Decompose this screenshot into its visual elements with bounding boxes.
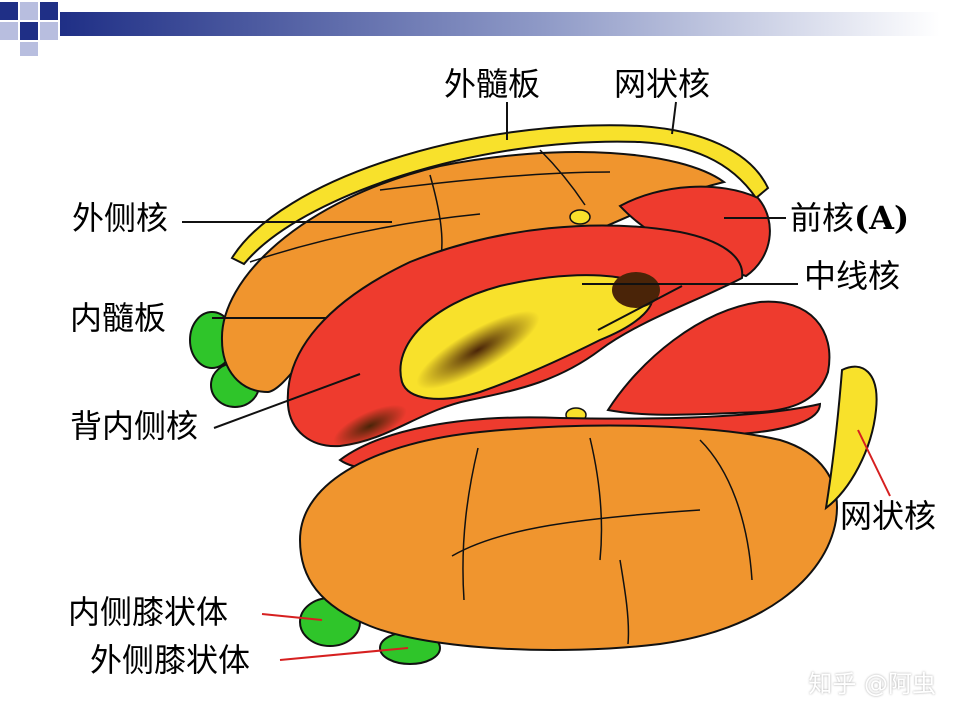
mediodorsal-dark-streak [333, 404, 407, 448]
label-external-medullary-lamina: 外髓板 [444, 65, 541, 103]
right-red-lobe [606, 300, 831, 416]
intralaminar-dark-streak [416, 310, 540, 390]
label-reticular-nucleus-right: 网状核 [840, 497, 937, 535]
label-medial-geniculate-body: 内侧膝状体 [68, 593, 229, 631]
external-medullary-lamina-arc [230, 124, 770, 266]
watermark: 知乎 @阿虫 [808, 670, 936, 698]
lower-mass-divider-4 [699, 439, 753, 581]
label-lateral-geniculate-body: 外侧膝状体 [90, 641, 251, 679]
label-mediodorsal-nucleus: 背内侧核 [70, 407, 199, 445]
lateral-nucleus-divider-4 [539, 149, 586, 206]
lower-orange-mass [298, 424, 838, 651]
label-anterior-nucleus: 前核(A) [790, 198, 909, 238]
slide-header-decoration [0, 2, 940, 56]
leader-lines [182, 101, 891, 661]
label-internal-medullary-lamina: 内髓板 [70, 299, 167, 337]
lower-mass-divider-1 [451, 509, 701, 557]
reticular-nucleus-crescent [824, 365, 878, 511]
label-anterior-nucleus-letter: (A) [854, 199, 910, 237]
midline-nucleus-dark-spot [612, 272, 660, 308]
lateral-nucleus-divider-1 [249, 213, 481, 263]
lower-mass-divider-5 [619, 559, 630, 645]
lower-mass-divider-3 [589, 437, 603, 561]
upper-small-yellow-dot [569, 209, 591, 225]
label-reticular-nucleus-top: 网状核 [614, 65, 711, 103]
label-anterior-nucleus-text: 前核 [790, 199, 855, 237]
label-midline-nucleus: 中线核 [804, 257, 901, 295]
lateral-nucleus-divider-2 [379, 171, 611, 191]
label-lateral-nucleus: 外侧核 [72, 199, 169, 237]
lower-mass-divider-2 [462, 447, 479, 601]
